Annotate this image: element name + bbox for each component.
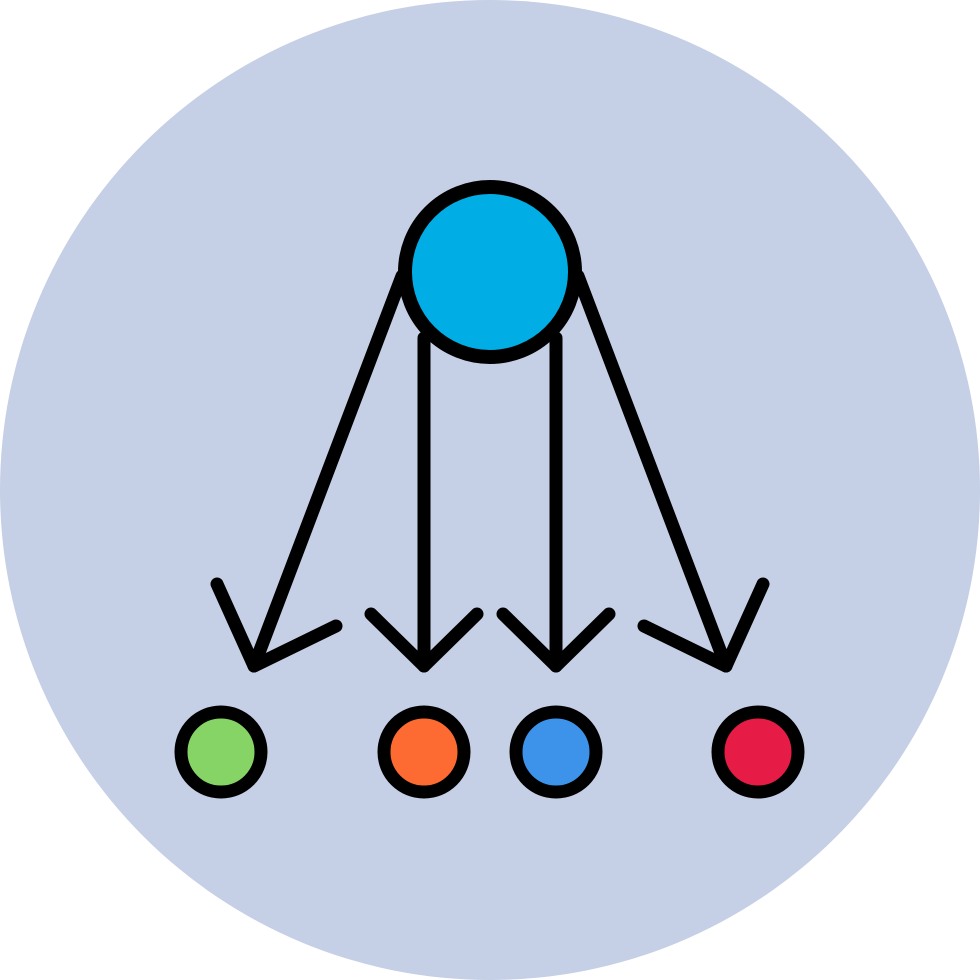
target-node-orange (377, 705, 471, 799)
arrowhead-center-left-icon (364, 607, 484, 673)
target-node-green (174, 705, 268, 799)
arrowhead-left-icon (210, 577, 343, 673)
arrow-shaft-left (247, 269, 409, 673)
arrowhead-center-right-icon (496, 607, 616, 673)
source-node (398, 180, 582, 364)
target-node-red (711, 705, 805, 799)
arrow-shaft-right (571, 269, 733, 673)
arrowhead-right-icon (637, 577, 770, 673)
target-node-blue (509, 705, 603, 799)
